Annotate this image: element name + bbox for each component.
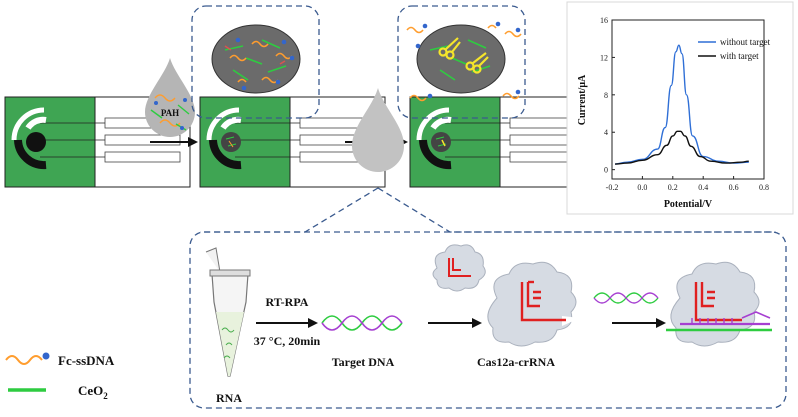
x-tick-label: 0.4 bbox=[698, 183, 708, 192]
x-tick-label: 0.6 bbox=[729, 183, 739, 192]
legend-label-0: without target bbox=[720, 37, 771, 47]
chart-ylabel: Current/μA bbox=[577, 74, 588, 125]
cas12a-crrna-small bbox=[432, 244, 486, 292]
drop-pah: PAH bbox=[145, 58, 195, 137]
legend-fc-ssdna: Fc-ssDNA bbox=[5, 352, 115, 368]
cas12a-complex-activated bbox=[666, 261, 772, 347]
y-tick-label: 12 bbox=[600, 53, 608, 62]
rt-rpa-label: RT-RPA bbox=[266, 295, 309, 309]
ferrocene-icon bbox=[42, 352, 50, 360]
zoom-box-cleaved bbox=[397, 5, 526, 119]
x-tick-label: 0.8 bbox=[759, 183, 769, 192]
x-tick-label: 0.2 bbox=[668, 183, 678, 192]
zoom-surface-modified bbox=[211, 24, 301, 94]
chart-dpv: -0.2 0.0 0.2 0.4 0.6 0.8 0 4 8 12 16 without targe… bbox=[566, 1, 794, 215]
pah-label: PAH bbox=[161, 108, 179, 118]
electrode-modified bbox=[199, 96, 386, 188]
y-tick-label: 0 bbox=[604, 166, 608, 175]
y-tick-label: 16 bbox=[600, 16, 608, 25]
target-dna-label: Target DNA bbox=[332, 355, 395, 369]
x-tick-label: 0.0 bbox=[637, 183, 647, 192]
legend-ceo2: CeO2 bbox=[8, 383, 108, 401]
process-panel bbox=[189, 231, 787, 409]
electrode-bare bbox=[4, 96, 191, 188]
tube-icon bbox=[205, 247, 251, 377]
fc-ssdna-label: Fc-ssDNA bbox=[58, 353, 115, 368]
zoom-box-modified bbox=[191, 5, 320, 119]
working-electrode bbox=[26, 132, 46, 152]
fc-ssdna-swatch bbox=[5, 355, 43, 365]
conditions-label: 37 °C, 20min bbox=[254, 334, 321, 348]
series-line-1 bbox=[615, 130, 749, 165]
chart-xlabel: Potential/V bbox=[664, 199, 713, 210]
drop-sample bbox=[352, 88, 404, 172]
target-dna-helix bbox=[321, 315, 403, 331]
target-dna-helix-2 bbox=[593, 292, 659, 304]
x-tick-label: -0.2 bbox=[606, 183, 619, 192]
electrode-contacts bbox=[11, 107, 47, 170]
legend-label-1: with target bbox=[720, 51, 759, 61]
ceo2-label: CeO2 bbox=[78, 383, 108, 401]
cas12a-crrna-large bbox=[487, 261, 580, 347]
zoom-surface-cleaved bbox=[406, 21, 522, 102]
zoom-connector bbox=[200, 187, 379, 233]
y-tick-label: 4 bbox=[604, 128, 608, 137]
series-line-0 bbox=[615, 44, 749, 165]
working-electrode-cleaved bbox=[431, 132, 451, 152]
working-electrode-modified bbox=[221, 132, 241, 152]
cas12a-label: Cas12a-crRNA bbox=[477, 355, 555, 369]
rna-label: RNA bbox=[216, 391, 242, 405]
chart-plot-area bbox=[611, 19, 765, 180]
scissors-icon bbox=[438, 37, 489, 74]
y-tick-label: 8 bbox=[604, 91, 608, 100]
